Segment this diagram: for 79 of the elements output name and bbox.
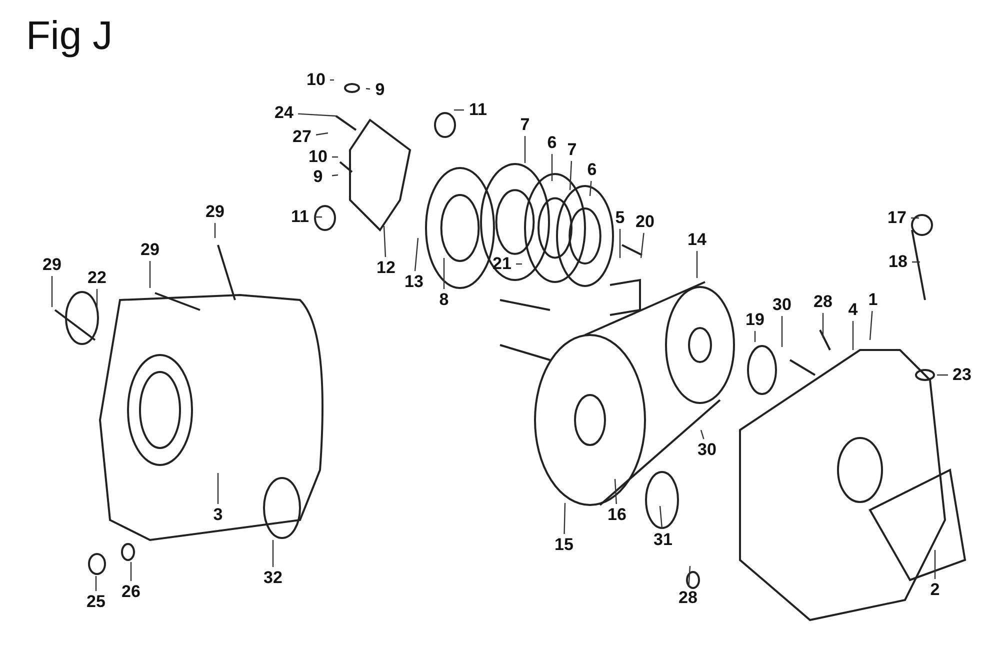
- leader-line: [454, 109, 464, 111]
- callout-number: 11: [287, 207, 313, 227]
- leader-line: [569, 160, 572, 190]
- callout-number: 7: [512, 115, 538, 135]
- leader-line: [330, 79, 334, 81]
- callout-number: 14: [684, 230, 710, 250]
- callout-number: 30: [769, 295, 795, 315]
- callout-number: 5: [607, 208, 633, 228]
- leader-line: [332, 156, 338, 158]
- callout-number: 16: [604, 505, 630, 525]
- leader-line: [619, 229, 621, 258]
- callout-number: 22: [84, 268, 110, 288]
- callout-number: 2: [922, 580, 948, 600]
- callout-number: 10: [303, 70, 329, 90]
- leader-line: [51, 276, 53, 307]
- leader-line: [614, 478, 617, 504]
- leader-line: [130, 562, 132, 581]
- callout-number: 29: [137, 240, 163, 260]
- callout-number: 21: [489, 254, 515, 274]
- leader-line: [524, 136, 526, 163]
- callout-number: 25: [83, 592, 109, 612]
- leader-line: [332, 174, 338, 176]
- leader-line: [640, 232, 644, 258]
- leader-line: [443, 258, 445, 289]
- callout-number: 20: [632, 212, 658, 232]
- callout-number: 30: [694, 440, 720, 460]
- leader-line: [214, 223, 216, 238]
- leader-line: [272, 540, 274, 567]
- leader-line: [96, 289, 98, 310]
- leader-line: [414, 238, 419, 272]
- leader-line: [822, 313, 824, 338]
- leader-line: [912, 261, 920, 263]
- callout-number: 29: [202, 202, 228, 222]
- leader-line: [95, 576, 97, 591]
- leader-line: [149, 261, 151, 288]
- callout-number: 18: [885, 252, 911, 272]
- callout-number: 17: [884, 208, 910, 228]
- callout-number: 15: [551, 535, 577, 555]
- callout-number: 28: [810, 292, 836, 312]
- callout-number: 28: [675, 588, 701, 608]
- figure-title: Fig J: [26, 14, 113, 59]
- leader-line: [754, 331, 756, 342]
- callout-number: 19: [742, 310, 768, 330]
- leader-line: [934, 550, 936, 579]
- leader-line: [383, 226, 386, 258]
- callout-number: 13: [401, 272, 427, 292]
- callout-number: 9: [367, 80, 393, 100]
- callout-number: 24: [271, 103, 297, 123]
- leader-line: [937, 374, 948, 376]
- callout-number: 12: [373, 258, 399, 278]
- callout-number: 27: [289, 127, 315, 147]
- leader-line: [688, 566, 691, 588]
- leader-line: [911, 217, 919, 219]
- callout-number: 8: [431, 290, 457, 310]
- leader-line: [852, 321, 854, 350]
- callout-number: 9: [305, 167, 331, 187]
- leader-line: [366, 88, 370, 90]
- callout-number: 29: [39, 255, 65, 275]
- leader-line: [696, 251, 698, 278]
- leader-line: [316, 132, 328, 136]
- callout-number: 26: [118, 582, 144, 602]
- leader-line: [516, 263, 522, 265]
- leader-line: [781, 316, 783, 347]
- leader-line: [564, 502, 566, 534]
- leader-line: [298, 113, 336, 117]
- leader-line: [551, 154, 553, 181]
- callout-number: 32: [260, 568, 286, 588]
- leader-line: [869, 310, 873, 340]
- leader-line: [659, 506, 663, 530]
- leader-line: [217, 473, 219, 504]
- leader-line: [589, 180, 592, 196]
- leader-line: [314, 216, 322, 218]
- callout-number: 23: [949, 365, 975, 385]
- callout-number: 10: [305, 147, 331, 167]
- leader-line: [700, 430, 704, 440]
- callout-number: 3: [205, 505, 231, 525]
- callout-number: 31: [650, 530, 676, 550]
- callout-number: 11: [465, 100, 491, 120]
- callout-number: 6: [579, 160, 605, 180]
